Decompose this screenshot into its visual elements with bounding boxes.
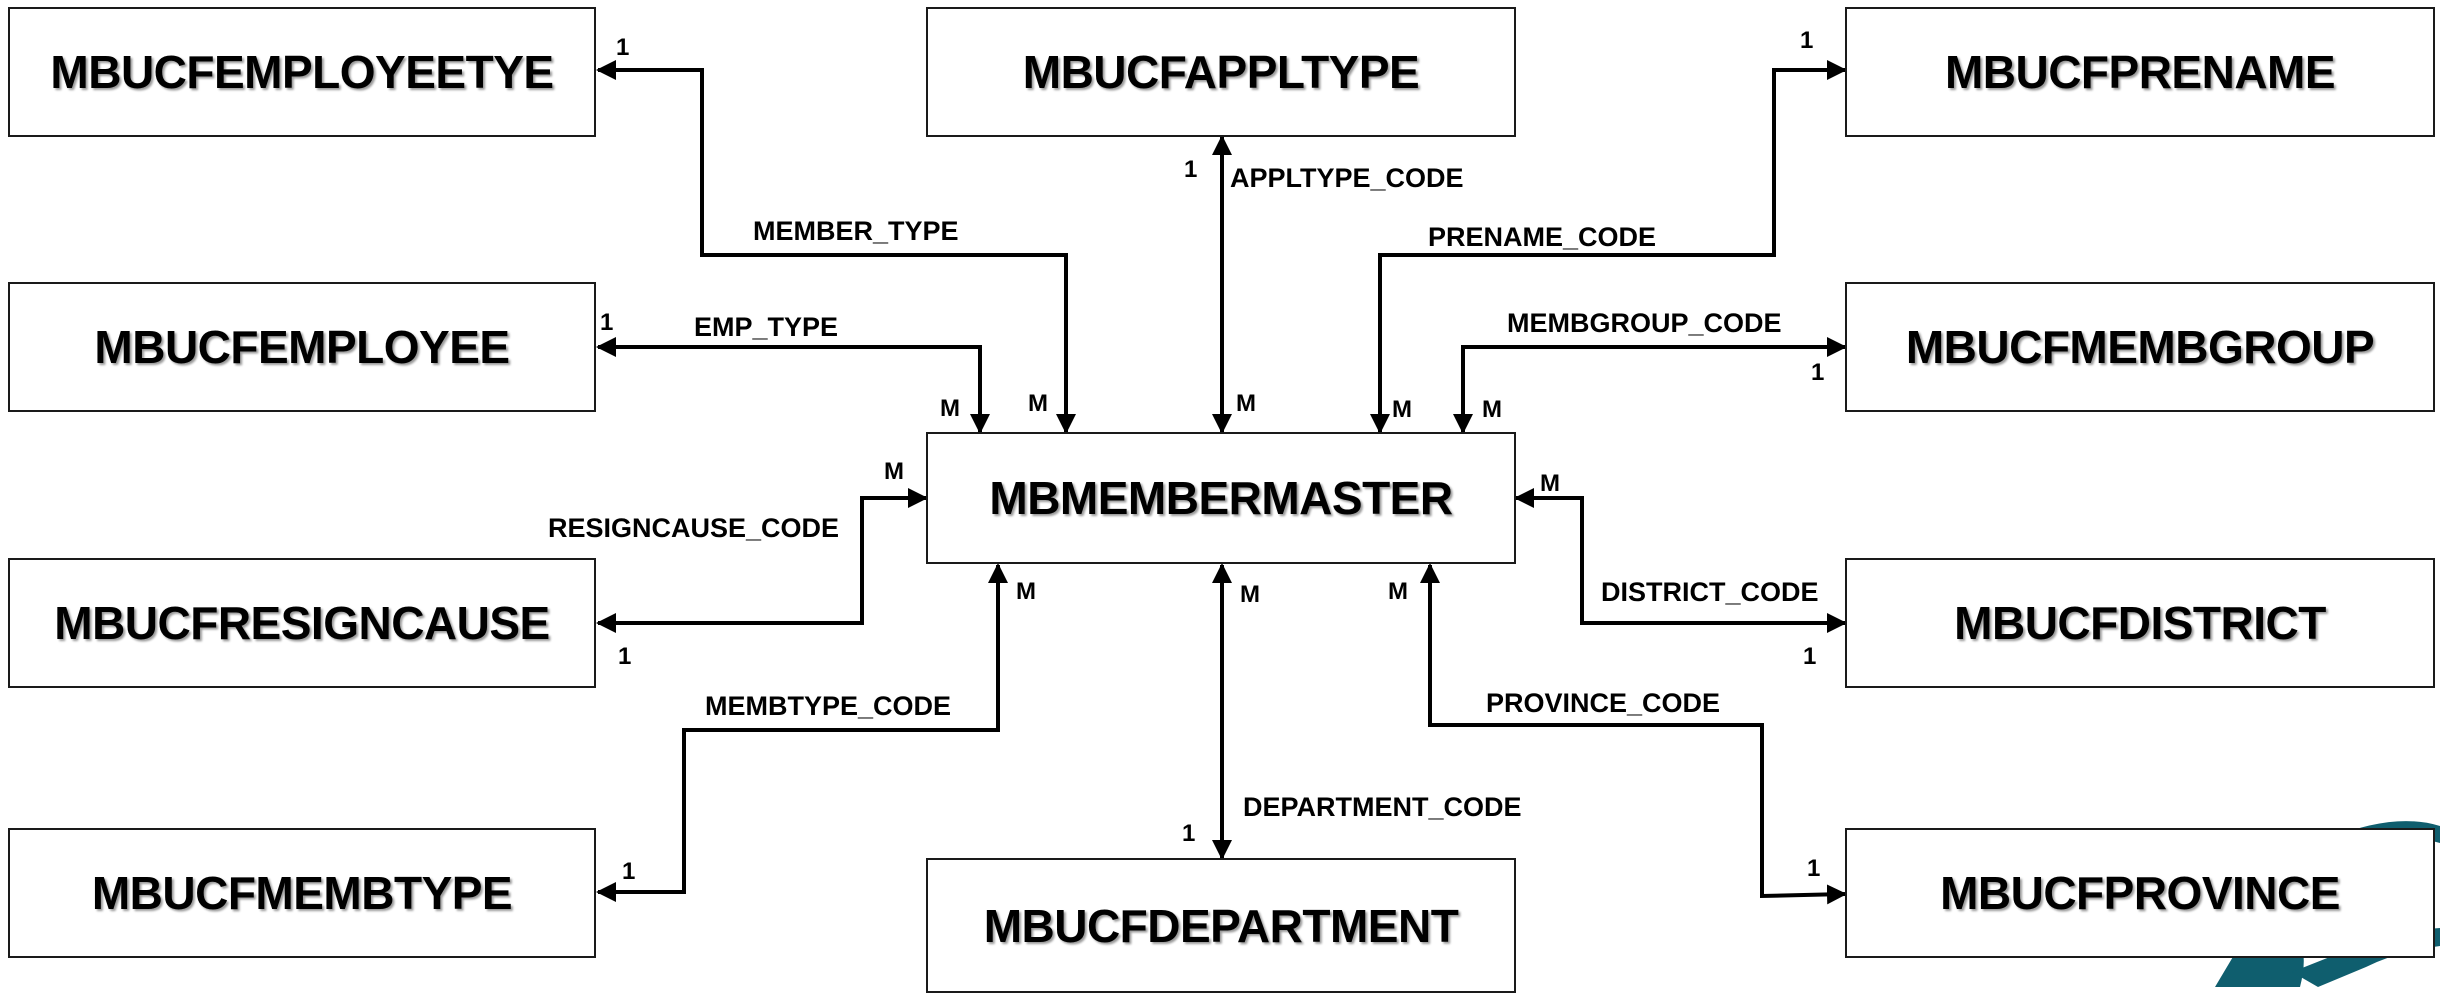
card-district-m: M: [1540, 470, 1560, 497]
entity-mbucfresigncause: MBUCFRESIGNCAUSE: [8, 558, 596, 688]
line-membtype-code: [596, 563, 1008, 902]
card-department-1: 1: [1182, 820, 1196, 847]
card-emp-type-m: M: [940, 395, 960, 422]
line-province-code: [1420, 563, 1847, 905]
line-emp-type: [596, 337, 990, 434]
card-membgroup-1: 1: [1811, 359, 1825, 386]
card-district-1: 1: [1803, 643, 1817, 670]
card-resigncause-m: M: [884, 458, 904, 485]
entity-mbucfemployeetye: MBUCFEMPLOYEETYE: [8, 7, 596, 137]
label-membtype-code: MEMBTYPE_CODE: [705, 691, 952, 721]
label-prename-code: PRENAME_CODE: [1428, 222, 1657, 252]
label-resigncause-code: RESIGNCAUSE_CODE: [548, 513, 840, 543]
card-prename-1: 1: [1800, 27, 1814, 54]
card-province-1: 1: [1807, 855, 1821, 882]
card-department-m: M: [1240, 581, 1260, 608]
label-appltype-code: APPLTYPE_CODE: [1230, 163, 1464, 193]
line-prename-code: [1370, 60, 1847, 434]
card-appltype-m: M: [1236, 390, 1256, 417]
label-member-type: MEMBER_TYPE: [753, 216, 959, 246]
entity-mbucfappltype: MBUCFAPPLTYPE: [926, 7, 1516, 137]
entity-mbucfmembtype: MBUCFMEMBTYPE: [8, 828, 596, 958]
card-prename-m: M: [1392, 396, 1412, 423]
card-province-m: M: [1388, 578, 1408, 605]
entity-mbucfemployee: MBUCFEMPLOYEE: [8, 282, 596, 412]
card-membtype-1: 1: [622, 858, 636, 885]
card-resigncause-1: 1: [618, 643, 632, 670]
entity-mbucfprovince: MBUCFPROVINCE: [1845, 828, 2435, 958]
entity-mbucfdistrict: MBUCFDISTRICT: [1845, 558, 2435, 688]
card-emp-type-1: 1: [600, 309, 614, 336]
entity-mbucfprename: MBUCFPRENAME: [1845, 7, 2435, 137]
label-province-code: PROVINCE_CODE: [1486, 688, 1721, 718]
card-membtype-m: M: [1016, 578, 1036, 605]
card-appltype-1: 1: [1184, 156, 1198, 183]
line-member-type: [596, 60, 1076, 434]
entity-mbucfdepartment: MBUCFDEPARTMENT: [926, 858, 1516, 993]
label-district-code: DISTRICT_CODE: [1601, 577, 1819, 607]
label-membgroup-code: MEMBGROUP_CODE: [1507, 308, 1782, 338]
card-member-type-m: M: [1028, 390, 1048, 417]
line-membgroup-code: [1453, 337, 1847, 434]
label-emp-type: EMP_TYPE: [694, 312, 839, 342]
card-membgroup-m: M: [1482, 396, 1502, 423]
entity-mbucfmembgroup: MBUCFMEMBGROUP: [1845, 282, 2435, 412]
label-department-code: DEPARTMENT_CODE: [1243, 792, 1522, 822]
entity-mbmembermaster: MBMEMBERMASTER: [926, 432, 1516, 564]
card-employeetye-1: 1: [616, 34, 630, 61]
